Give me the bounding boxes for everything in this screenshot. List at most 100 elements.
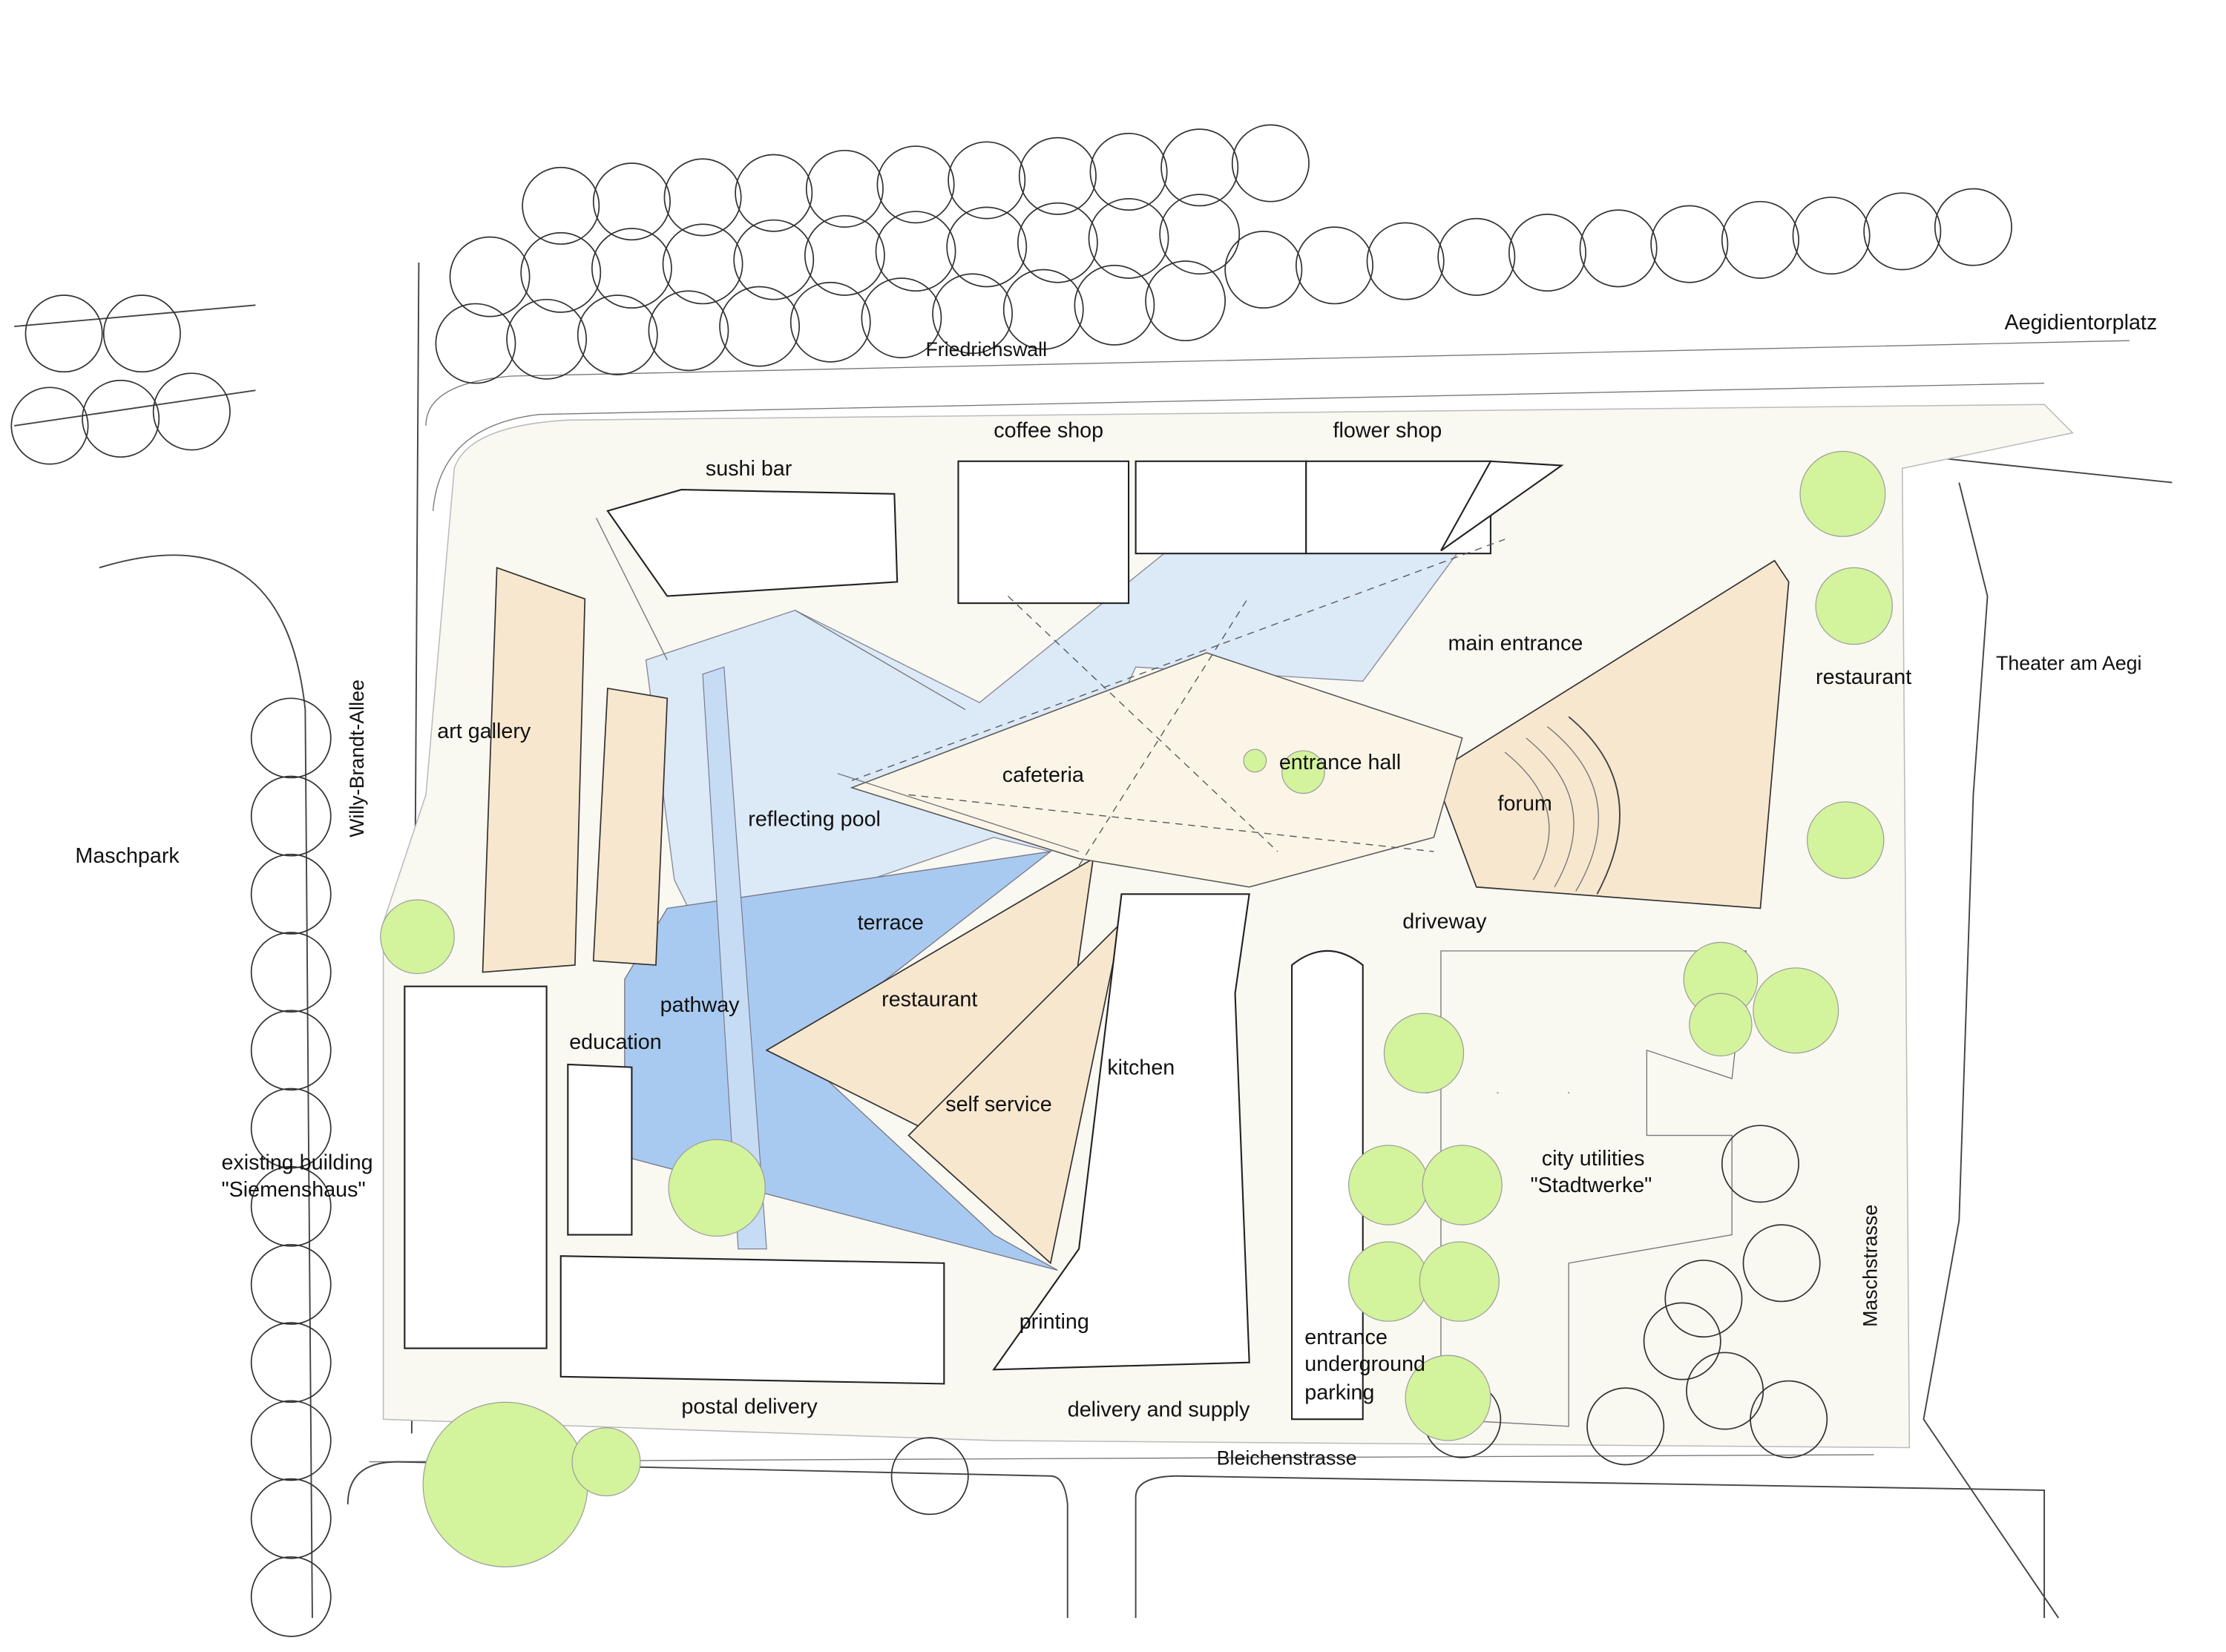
tree-icon bbox=[668, 1139, 766, 1237]
tree-icon bbox=[591, 228, 672, 309]
tree-icon bbox=[1224, 230, 1303, 309]
tree-icon bbox=[24, 294, 103, 373]
tree-icon bbox=[250, 775, 332, 857]
tree-icon bbox=[733, 219, 815, 300]
forum-seating bbox=[1504, 716, 1621, 895]
label-maschpark: Maschpark bbox=[75, 844, 180, 868]
tree-icon bbox=[875, 211, 956, 292]
label-terrace: terrace bbox=[858, 911, 924, 935]
tree-icon bbox=[1383, 1013, 1465, 1093]
tree-icon bbox=[1281, 750, 1325, 794]
label-entrance-hall: entrance hall bbox=[1279, 751, 1401, 774]
label-cafeteria: cafeteria bbox=[1002, 763, 1084, 787]
place-label-aegidientorplatz: Aegidientorplatz bbox=[2005, 311, 2158, 335]
tree-icon bbox=[422, 1401, 588, 1567]
street-label-willy-brandt-allee: Willy-Brandt-Allee bbox=[346, 679, 368, 837]
tree-icon bbox=[435, 303, 516, 384]
label-pathway: pathway bbox=[660, 993, 741, 1017]
construction-lines bbox=[595, 518, 1506, 866]
tree-icon bbox=[1160, 128, 1239, 207]
label-reflecting-pool: reflecting pool bbox=[748, 808, 881, 832]
beige-buildings bbox=[482, 559, 1790, 1265]
label-flower-shop: flower shop bbox=[1333, 418, 1442, 442]
label-printing: printing bbox=[1020, 1310, 1089, 1334]
label-siemenshaus: "Siemenshaus" bbox=[221, 1178, 365, 1202]
tree-icon bbox=[789, 281, 871, 363]
label-art-gallery: art gallery bbox=[437, 720, 531, 743]
tree-icon bbox=[250, 1322, 332, 1403]
tree-icon bbox=[1742, 1224, 1821, 1303]
tree-icon bbox=[662, 223, 743, 305]
label-sushi-bar: sushi bar bbox=[706, 457, 792, 481]
tree-icon bbox=[250, 1165, 332, 1247]
tree-icon bbox=[1422, 1145, 1503, 1225]
tree-icon bbox=[719, 286, 801, 367]
label-parking-2: underground bbox=[1304, 1352, 1425, 1376]
label-self-service: self service bbox=[945, 1093, 1051, 1116]
tree-icon bbox=[1088, 197, 1169, 279]
label-driveway: driveway bbox=[1402, 909, 1487, 933]
tree-icon bbox=[1664, 1260, 1743, 1338]
tree-icon bbox=[1792, 197, 1871, 275]
label-education: education bbox=[569, 1030, 661, 1054]
self-service-building bbox=[907, 920, 1123, 1265]
tree-icon bbox=[1348, 1145, 1429, 1225]
label-theater: Theater am Aegi bbox=[1996, 652, 2141, 674]
tree-icon bbox=[1721, 200, 1799, 279]
street-label-bleichenstrasse: Bleichenstrasse bbox=[1217, 1447, 1357, 1469]
tree-icon bbox=[648, 290, 729, 372]
label-parking-1: entrance bbox=[1304, 1326, 1388, 1349]
tree-icon bbox=[1579, 209, 1658, 288]
tree-icon bbox=[1159, 194, 1241, 275]
tree-icon bbox=[804, 214, 885, 296]
label-coffee-shop: coffee shop bbox=[994, 418, 1103, 442]
tree-icon bbox=[1405, 1355, 1491, 1441]
street-lines bbox=[14, 262, 2173, 1619]
tree-icon bbox=[1689, 993, 1753, 1057]
white-buildings bbox=[404, 460, 1747, 1427]
tree-icon bbox=[571, 1427, 641, 1497]
street-label-friedrichswall: Friedrichswall bbox=[925, 338, 1047, 361]
tree-icon bbox=[1348, 1241, 1429, 1322]
label-main-entrance: main entrance bbox=[1448, 631, 1583, 655]
tree-icon bbox=[250, 1244, 332, 1325]
tree-icon bbox=[152, 372, 231, 451]
tree-icon bbox=[1017, 202, 1098, 283]
label-restaurant-south: restaurant bbox=[881, 987, 977, 1011]
tree-icon bbox=[1799, 450, 1886, 537]
tree-icon bbox=[1089, 132, 1168, 211]
tree-icon bbox=[250, 853, 332, 935]
tree-icon bbox=[577, 294, 658, 375]
tree-icon bbox=[250, 1087, 332, 1169]
tree-icon bbox=[1419, 1241, 1500, 1322]
tree-icon bbox=[250, 1478, 332, 1559]
label-existing-building: existing building bbox=[221, 1151, 372, 1175]
green-trees bbox=[380, 450, 1893, 1567]
label-forum: forum bbox=[1497, 792, 1552, 815]
tree-icon bbox=[1650, 205, 1729, 283]
tree-icon bbox=[948, 141, 1026, 220]
tree-icon bbox=[1815, 567, 1893, 645]
tree-icon bbox=[1074, 264, 1155, 346]
tree-icon bbox=[1586, 1387, 1665, 1466]
label-city-utilities: city utilities bbox=[1542, 1147, 1645, 1171]
label-parking-3: parking bbox=[1304, 1380, 1374, 1404]
label-delivery-supply: delivery and supply bbox=[1068, 1398, 1250, 1421]
art-gallery-building bbox=[482, 567, 586, 973]
pathway-strip bbox=[702, 666, 767, 1250]
tree-icon bbox=[1934, 188, 2012, 266]
tree-icon bbox=[1018, 136, 1097, 215]
tree-icon bbox=[1750, 1380, 1828, 1458]
tree-icon bbox=[1753, 967, 1839, 1054]
tree-icon bbox=[1437, 217, 1516, 296]
tree-icon bbox=[522, 166, 600, 245]
tree-icon bbox=[1145, 260, 1227, 342]
labels: Friedrichswall Aegidientorplatz Willy-Br… bbox=[75, 311, 2157, 1470]
tree-icon bbox=[10, 386, 89, 465]
label-stadtwerke: "Stadtwerke" bbox=[1530, 1174, 1652, 1197]
tree-icon bbox=[250, 1556, 332, 1637]
tree-icon bbox=[1863, 192, 1942, 271]
tree-icon bbox=[861, 277, 942, 358]
tree-icon bbox=[520, 231, 602, 313]
street-label-maschstrasse: Maschstrasse bbox=[1859, 1205, 1881, 1327]
